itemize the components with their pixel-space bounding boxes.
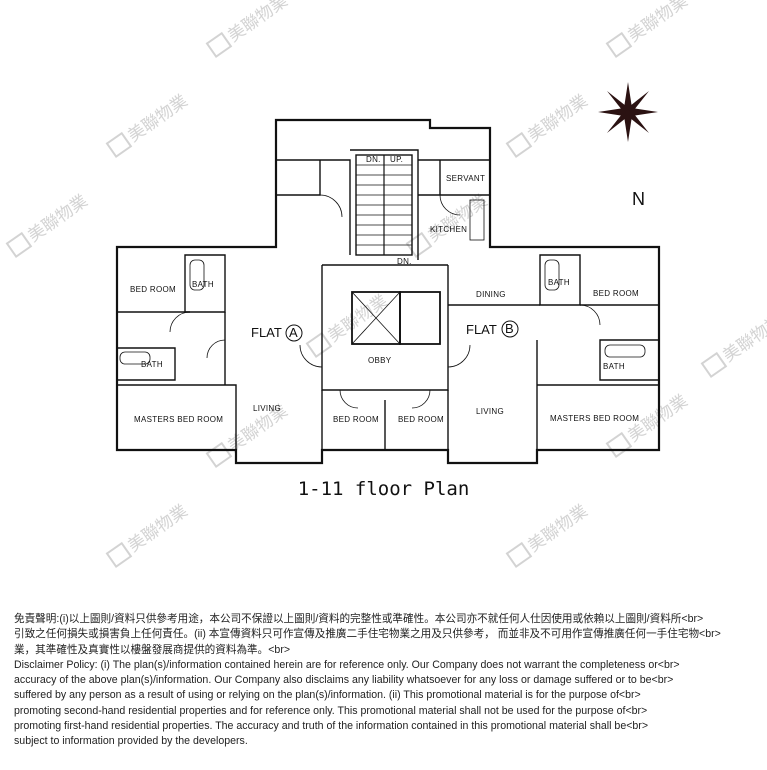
bathtub	[544, 259, 560, 291]
label-bath-a1: BATH	[192, 280, 214, 289]
lobby-wall	[321, 265, 449, 391]
watermark-text: 美聯物業	[224, 0, 291, 46]
compass-rose-icon	[598, 82, 658, 142]
label-bed-room-b: BED ROOM	[593, 289, 639, 298]
disclaimer-line: promoting second-hand residential proper…	[14, 704, 648, 717]
label-servant: SERVANT	[446, 174, 485, 183]
watermark-text: 美聯物業	[624, 0, 691, 46]
watermark-text: 美聯物業	[424, 191, 491, 246]
label-flat-b: FLAT	[466, 322, 497, 337]
label-dn-mid: DN.	[397, 257, 412, 266]
door-swing	[447, 344, 471, 368]
watermark-text: 美聯物業	[24, 191, 91, 246]
watermark-logo: 美聯物業	[105, 501, 192, 569]
plan-title: 1-11 floor Plan	[297, 478, 470, 500]
label-lobby: OBBY	[368, 356, 392, 365]
label-flat-a-mark: A	[289, 325, 298, 340]
label-bed-room-d: BED ROOM	[398, 415, 444, 424]
label-up: UP.	[390, 155, 403, 164]
watermark-text: 美聯物業	[719, 311, 767, 366]
north-label: N	[632, 189, 645, 209]
label-dn-top: DN.	[366, 155, 381, 164]
service-wall	[276, 159, 351, 255]
watermark-logo: 美聯物業	[305, 291, 392, 359]
stair-wall	[350, 149, 419, 260]
label-bath-a2: BATH	[141, 360, 163, 369]
watermark-logo: 美聯物業	[700, 311, 767, 379]
door-swing	[319, 194, 343, 218]
disclaimer-line: 免責聲明:(i)以上圖則/資料只供參考用途，本公司不保證以上圖則/資料的完整性或…	[14, 613, 704, 625]
label-bath-b1: BATH	[548, 278, 570, 287]
master-a-wall	[117, 384, 237, 450]
disclaimer-line: suffered by any person as a result of us…	[14, 689, 641, 702]
plan-walls	[115, 118, 661, 465]
flat-b-marker	[501, 320, 519, 338]
bathtub	[604, 344, 646, 358]
label-living-b: LIVING	[476, 407, 504, 416]
watermark-text: 美聯物業	[124, 501, 191, 556]
label-flat-a: FLAT	[251, 325, 282, 340]
flat-a-marker	[285, 324, 303, 342]
room-labels: UP. DN. SERVANT KITCHEN DN. BED ROOM BAT…	[130, 155, 639, 424]
bath-a2-wall	[117, 347, 176, 381]
watermark-logo: 美聯物業	[105, 91, 192, 159]
watermark-text: 美聯物業	[524, 91, 591, 146]
stair-treads	[356, 155, 412, 255]
label-kitchen: KITCHEN	[430, 225, 467, 234]
watermark-logo: 美聯物業	[505, 501, 592, 569]
door-swing	[206, 339, 226, 359]
label-masters-bed-a: MASTERS BED ROOM	[134, 415, 223, 424]
disclaimer-line: promoting first-hand residential propert…	[14, 720, 649, 733]
utility-wall	[276, 160, 321, 196]
door-swing	[299, 344, 323, 368]
door-swing	[169, 311, 191, 333]
outer-wall	[115, 118, 661, 465]
disclaimer-line: accuracy of the above plan(s)/informatio…	[14, 674, 674, 687]
bathtub	[119, 351, 151, 365]
kitchen-counter	[469, 199, 485, 241]
label-bed-room-a: BED ROOM	[130, 285, 176, 294]
watermark-logo: 美聯物業	[605, 391, 692, 459]
bathtub	[189, 259, 205, 291]
door-swing	[579, 304, 601, 326]
label-bed-room-c: BED ROOM	[333, 415, 379, 424]
watermark-logo: 美聯物業	[205, 0, 292, 59]
label-dining: DINING	[476, 290, 506, 299]
watermark-logo: 美聯物業	[605, 0, 692, 59]
door-swing	[439, 194, 461, 216]
watermark-logo: 美聯物業	[5, 191, 92, 259]
watermark-text: 美聯物業	[324, 291, 391, 346]
disclaimer-line: Disclaimer Policy: (i) The plan(s)/infor…	[14, 658, 680, 671]
door-swing	[339, 389, 359, 409]
label-living-a: LIVING	[253, 404, 281, 413]
disclaimer-line: 引致之任何損失或損害負上任何責任。(ii) 本宣傳資料只可作宣傳及推廣二手住宅物…	[14, 628, 721, 641]
label-masters-bed-b: MASTERS BED ROOM	[550, 414, 639, 423]
lift-shaft	[399, 291, 441, 345]
label-flat-b-mark: B	[505, 321, 514, 336]
watermark-text: 美聯物業	[524, 501, 591, 556]
label-bath-b2: BATH	[603, 362, 625, 371]
disclaimer-line: 業，其準確性及真實性以樓盤發展商提供的資料為準。<br>	[14, 643, 291, 656]
watermark-text: 美聯物業	[124, 91, 191, 146]
watermark-logo: 美聯物業	[505, 91, 592, 159]
door-swing	[411, 389, 431, 409]
disclaimer-line: subject to information provided by the d…	[14, 735, 248, 748]
disclaimer-text: 免責聲明:(i)以上圖則/資料只供參考用途，本公司不保證以上圖則/資料的完整性或…	[14, 612, 756, 750]
floor-plan-drawing: 美聯物業 美聯物業 美聯物業 美聯物業 美聯物業 美聯物業 美聯物業 美聯物業	[5, 0, 767, 569]
bath-b2-wall	[599, 339, 660, 381]
